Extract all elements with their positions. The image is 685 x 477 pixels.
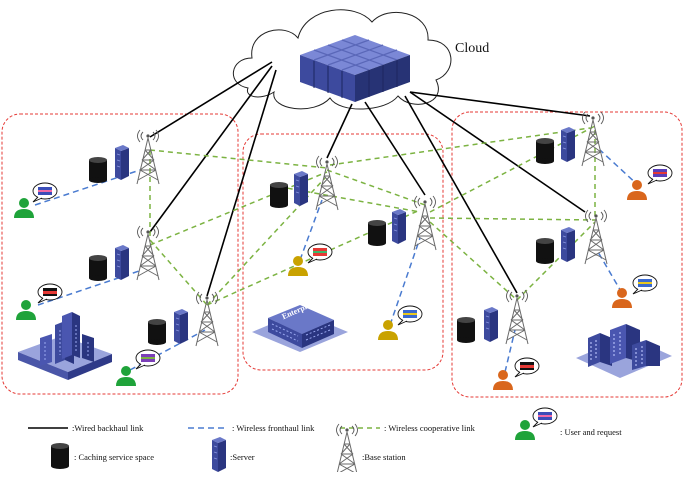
request-bubble-icon — [397, 305, 423, 326]
server-icon — [114, 144, 130, 181]
request-bubble-icon — [647, 164, 673, 185]
legend-fronthaul-label: : Wireless fronthaul link — [232, 423, 315, 433]
user-icon — [14, 198, 34, 218]
wireless-cooperative-links — [149, 125, 596, 306]
legend-base-station-icon — [335, 423, 359, 477]
server-icon — [391, 208, 407, 245]
server-icon — [483, 306, 499, 343]
cache-icon — [536, 238, 554, 264]
user-icon — [288, 256, 308, 276]
user-icon — [493, 370, 513, 390]
cache-icon — [148, 319, 166, 345]
legend-cache-label: : Caching service space — [74, 452, 154, 462]
legend-server-label: :Server — [230, 452, 255, 462]
user-icon — [16, 300, 36, 320]
cache-icon — [536, 138, 554, 164]
request-bubble-icon — [514, 357, 540, 378]
user-icon — [378, 320, 398, 340]
user-icon — [612, 288, 632, 308]
legend-user-icon — [515, 420, 535, 440]
legend-server-icon — [211, 436, 227, 473]
region-right — [451, 111, 683, 398]
residential-buildings — [576, 324, 672, 378]
cache-icon — [457, 317, 475, 343]
legend-cooperative-label: : Wireless cooperative link — [384, 423, 476, 433]
request-bubble-icon — [307, 243, 333, 264]
server-icon — [560, 226, 576, 263]
server-icon — [173, 308, 189, 345]
request-bubble-icon — [632, 274, 658, 295]
legend-wired-label: :Wired backhaul link — [72, 423, 144, 433]
cache-icon — [89, 255, 107, 281]
base-station-icon — [195, 291, 219, 347]
cloud-title: Cloud — [455, 41, 489, 56]
base-station-icon — [413, 195, 437, 251]
trade-center-building: Trade Center — [18, 312, 112, 391]
request-bubble-icon — [32, 182, 58, 203]
request-bubble-icon — [135, 349, 161, 370]
base-station-icon — [136, 225, 160, 281]
server-icon — [114, 244, 130, 281]
legend: :Wired backhaul link : Wireless fronthau… — [28, 407, 622, 477]
region-middle — [242, 133, 444, 371]
wired-backhaul-links — [149, 61, 591, 297]
legend-bubble-icon — [532, 407, 558, 428]
base-station-icon — [584, 209, 608, 265]
cache-icon — [368, 220, 386, 246]
region-left — [1, 113, 239, 395]
legend-user-label: : User and request — [560, 427, 622, 437]
legend-base-station-label: :Base station — [362, 452, 406, 462]
base-station-icon — [136, 129, 160, 185]
datacenter-icon — [300, 35, 410, 102]
cache-icon — [89, 157, 107, 183]
server-icon — [560, 126, 576, 163]
user-icon — [627, 180, 647, 200]
cache-icon — [270, 182, 288, 208]
base-station-icon — [505, 289, 529, 345]
legend-cache-icon — [51, 443, 69, 469]
request-bubble-icon — [37, 283, 63, 304]
enterprise-building: Enterprise — [252, 298, 348, 352]
server-icon — [293, 170, 309, 207]
base-station-icon — [581, 111, 605, 167]
